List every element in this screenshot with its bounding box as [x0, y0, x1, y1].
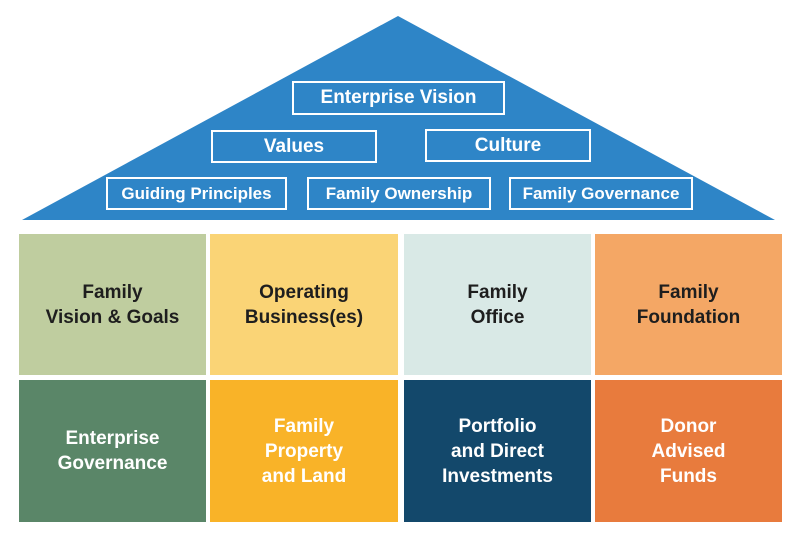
guiding-principles-box: Guiding Principles	[106, 177, 287, 210]
family-governance-box: Family Governance	[509, 177, 693, 210]
family-office-cell: Family Office	[404, 234, 591, 375]
enterprise-governance-cell: Enterprise Governance	[19, 380, 206, 522]
enterprise-vision-box: Enterprise Vision	[292, 81, 505, 115]
portfolio-direct-investments-cell: Portfolio and Direct Investments	[404, 380, 591, 522]
donor-advised-funds-cell: Donor Advised Funds	[595, 380, 782, 522]
culture-box: Culture	[425, 129, 591, 162]
operating-businesses-cell: Operating Business(es)	[210, 234, 398, 375]
family-vision-goals-cell: Family Vision & Goals	[19, 234, 206, 375]
family-property-land-cell: Family Property and Land	[210, 380, 398, 522]
family-ownership-box: Family Ownership	[307, 177, 491, 210]
roof-triangle	[22, 16, 775, 220]
family-foundation-cell: Family Foundation	[595, 234, 782, 375]
values-box: Values	[211, 130, 377, 163]
roof: Enterprise Vision Values Culture Guiding…	[0, 0, 800, 225]
